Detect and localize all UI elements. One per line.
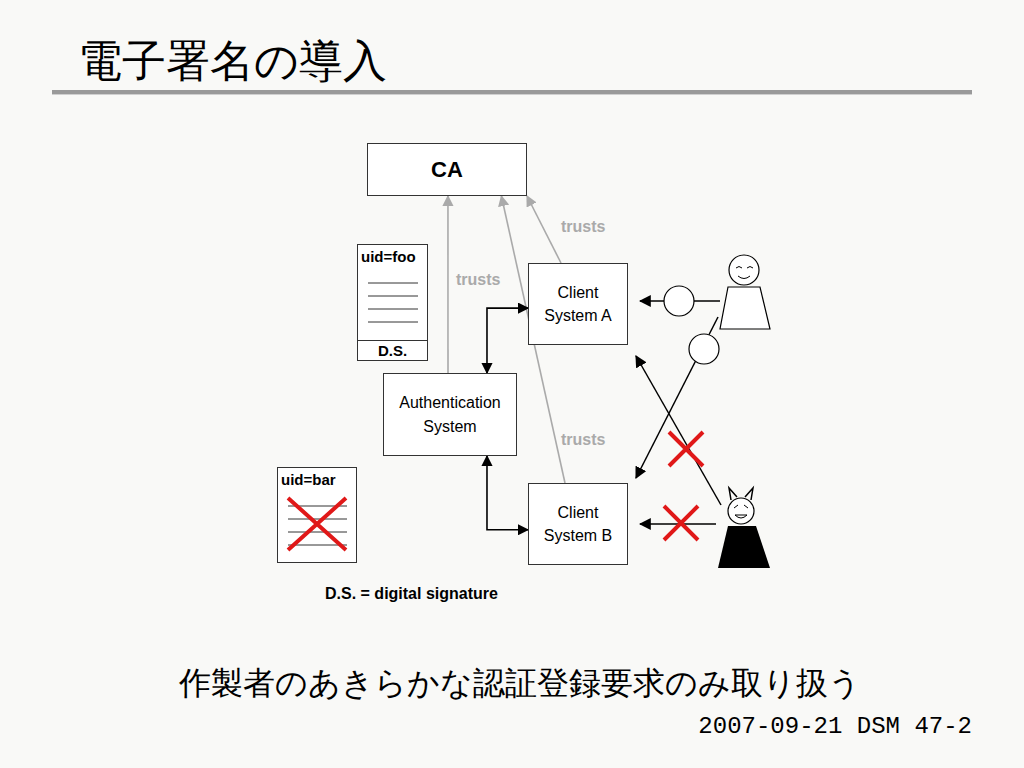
request-arrow bbox=[636, 356, 721, 505]
unsigned-document: uid=bar bbox=[277, 467, 357, 563]
box-label: Client System B bbox=[535, 501, 621, 547]
signed-document: uid=fooD.S. bbox=[357, 244, 428, 361]
accept-mark bbox=[689, 334, 719, 364]
title-rule-shadow bbox=[52, 94, 972, 95]
client-box: Client System A bbox=[528, 263, 628, 345]
text-line bbox=[288, 519, 347, 520]
document-heading: uid=foo bbox=[361, 247, 416, 266]
reject-mark bbox=[664, 506, 698, 540]
connector bbox=[527, 196, 561, 263]
edge-label: trusts bbox=[454, 271, 502, 289]
devil-body bbox=[718, 526, 770, 568]
box-label: CA bbox=[431, 154, 463, 186]
reject-mark bbox=[669, 432, 703, 466]
slide-number: 2007-09-21 DSM 47-2 bbox=[698, 713, 972, 740]
connector bbox=[447, 196, 449, 373]
box-label: Authentication System bbox=[390, 391, 510, 437]
accept-mark bbox=[664, 286, 694, 316]
user-head bbox=[729, 255, 759, 285]
document-footer: D.S. bbox=[358, 340, 427, 360]
text-line bbox=[288, 532, 347, 533]
auth-box: Authentication System bbox=[383, 373, 517, 456]
ca-box: CA bbox=[367, 143, 527, 196]
user-mouth bbox=[738, 276, 750, 279]
connector bbox=[487, 456, 528, 530]
client-box: Client System B bbox=[528, 483, 628, 565]
legend-note: D.S. = digital signature bbox=[325, 585, 498, 603]
reject-mark bbox=[288, 498, 346, 550]
edge-label: trusts bbox=[559, 431, 607, 449]
caption: 作製者のあきらかな認証登録要求のみ取り扱う bbox=[0, 662, 1024, 706]
devil-eyes bbox=[734, 505, 748, 508]
connector bbox=[487, 308, 528, 373]
text-line bbox=[368, 296, 418, 297]
document-heading: uid=bar bbox=[281, 470, 336, 489]
user-eyes bbox=[736, 267, 753, 269]
edge-label: trusts bbox=[559, 218, 607, 236]
text-line bbox=[368, 322, 418, 323]
devil-mouth bbox=[735, 515, 747, 518]
text-line bbox=[368, 309, 418, 310]
user-body bbox=[720, 287, 770, 329]
slide-title: 電子署名の導入 bbox=[78, 32, 387, 91]
request-arrow bbox=[636, 317, 718, 478]
devil-head bbox=[728, 498, 754, 524]
text-line bbox=[368, 283, 418, 284]
box-label: Client System A bbox=[535, 281, 621, 327]
title-rule bbox=[52, 90, 972, 94]
